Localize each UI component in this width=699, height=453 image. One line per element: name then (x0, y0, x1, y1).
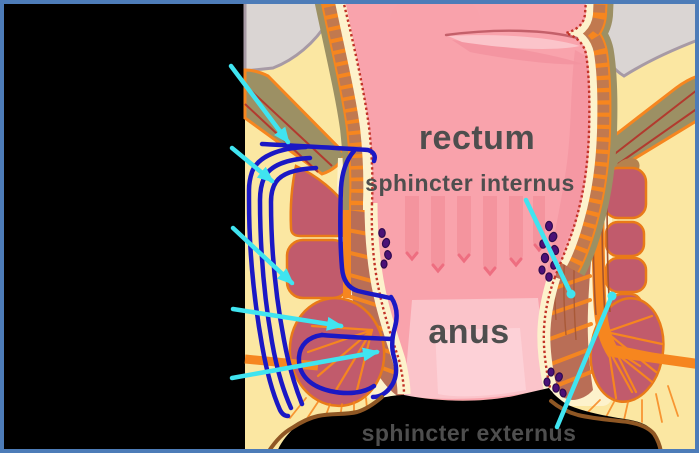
vein-outer (246, 144, 309, 419)
label-rectum: rectum (419, 119, 535, 157)
lumen-shadow-right (546, 50, 590, 278)
label-sphincter-internus: sphincter internus (365, 170, 575, 196)
sphincter-internus-pointer-dot (566, 289, 576, 299)
vein-horizontal-top (259, 141, 377, 164)
venous-plexus (378, 220, 567, 400)
mucosa-zigzag-upper-right (553, 0, 591, 278)
label-sphincter-externus: sphincter externus (362, 420, 577, 446)
anal-canal-core-highlight (435, 328, 526, 397)
rectal-fold (444, 29, 583, 65)
lumen-highlight (390, 0, 480, 190)
external-sphincter-right-lobe-2 (604, 220, 646, 258)
levator-band-right-stripe (611, 89, 698, 157)
vein-anal-canal (370, 294, 399, 400)
venous-plexus-right-lower (543, 367, 567, 400)
label-anus: anus (428, 313, 509, 351)
labels: rectum sphincter internus anus sphincter… (362, 119, 577, 446)
rectal-fold-highlight (448, 35, 580, 49)
mucosa-zigzag-lower-left (370, 202, 406, 395)
corrugator-lines-right (587, 385, 679, 423)
vein-inner (268, 165, 319, 407)
annotation-arrow-2 (229, 145, 275, 184)
pelvic-tissue (243, 0, 699, 78)
annotation-arrow-3 (230, 225, 295, 286)
sphincter-externus-pointer (554, 295, 614, 430)
vein-lower-loop (296, 332, 377, 396)
rectum-and-anal-canal (345, 0, 591, 401)
annotation-arrow-4 (230, 306, 344, 331)
external-sphincter-left (285, 164, 386, 408)
external-sphincter-right-lobe-3 (604, 256, 648, 294)
sphincter-externus-pointer-dot (607, 291, 617, 301)
levator-band-left-stripe (245, 85, 333, 167)
rectal-fold-shadow (452, 40, 583, 65)
annotation-arrow-5 (229, 347, 380, 381)
annotation-arrow-1 (228, 63, 291, 145)
mucosa-zigzag-lower-right (542, 276, 557, 389)
sphincter-internus-pointer (523, 197, 573, 295)
rectal-fold-line (444, 29, 579, 40)
mucosa-zigzag-upper-left (341, 0, 374, 204)
skin-line-right (549, 399, 663, 453)
vein-network (246, 141, 399, 419)
annotation-arrows (228, 63, 617, 430)
levator-band-right-stripe (617, 107, 699, 165)
perineal-band-right (611, 347, 699, 369)
skin-line-left (267, 395, 384, 453)
vein-sphincter-branch (338, 148, 393, 301)
canal-wall-lines (341, 0, 591, 395)
venous-plexus-left (378, 228, 392, 269)
vein-lower-horizontal (319, 332, 395, 342)
